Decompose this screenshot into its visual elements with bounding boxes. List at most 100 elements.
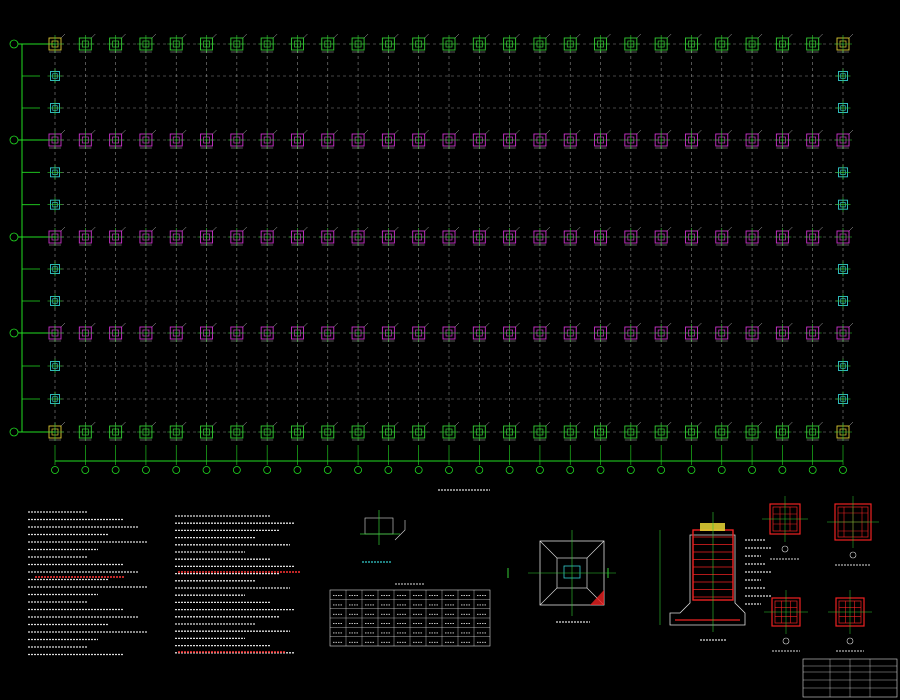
footing <box>834 322 854 342</box>
footing-leader <box>606 421 611 427</box>
footing-leader <box>515 322 520 328</box>
footing <box>652 33 672 53</box>
footing-leader <box>121 33 126 39</box>
footing <box>258 33 278 53</box>
column-axis-bubble <box>111 466 120 474</box>
footing <box>258 421 278 441</box>
footing <box>258 129 278 149</box>
column-axis-bubble <box>536 466 544 474</box>
footing-leader <box>454 226 460 232</box>
footing <box>227 33 247 53</box>
footing <box>46 322 66 342</box>
footing <box>318 322 338 342</box>
footing <box>379 322 399 342</box>
footing <box>621 129 641 149</box>
column-section-mark <box>782 637 790 645</box>
footing <box>500 226 520 246</box>
footing <box>409 129 429 149</box>
footing-leader <box>424 226 429 232</box>
footing-leader <box>757 33 763 39</box>
footing-leader <box>424 33 429 39</box>
footing <box>106 322 126 342</box>
footing-layer <box>46 33 854 441</box>
footing-leader <box>212 322 217 328</box>
footing <box>46 226 66 246</box>
footing-leader <box>818 33 823 39</box>
row-axis-bubble <box>9 328 19 338</box>
footing <box>288 421 308 441</box>
footing-leader <box>788 421 793 427</box>
footing <box>682 226 702 246</box>
footing-leader <box>333 129 338 135</box>
column-axis-bubble <box>354 466 362 474</box>
row-axis-bubble <box>9 135 19 145</box>
footing <box>197 322 217 342</box>
footing-leader <box>212 226 217 232</box>
footing-plan-detail <box>507 530 616 623</box>
footing-leader <box>394 421 399 427</box>
footing-leader <box>667 226 672 232</box>
footing-leader <box>788 33 793 39</box>
footing-leader <box>727 129 732 135</box>
footing-leader <box>333 33 338 39</box>
footing <box>409 322 429 342</box>
footing-leader <box>545 33 551 39</box>
footing <box>561 129 581 149</box>
footing <box>834 421 854 441</box>
footing-leader <box>606 226 611 232</box>
column-axis-bubble <box>566 466 575 474</box>
footing <box>591 322 611 342</box>
footing-leader <box>363 421 369 427</box>
footing <box>834 226 854 246</box>
footing <box>652 129 672 149</box>
footing <box>591 33 611 53</box>
axis-layer <box>9 39 847 474</box>
footing <box>76 129 96 149</box>
footing-leader <box>60 421 66 427</box>
anchor-detail <box>360 510 406 563</box>
footing <box>76 421 96 441</box>
footing-leader <box>727 226 732 232</box>
footing <box>318 226 338 246</box>
footing-leader <box>91 129 96 135</box>
footing-leader <box>636 129 641 135</box>
footing-leader <box>757 129 763 135</box>
footing <box>834 33 854 53</box>
footing-leader <box>848 322 854 328</box>
footing-leader <box>242 226 247 232</box>
footing-leader <box>424 322 429 328</box>
footing-leader <box>757 421 763 427</box>
footing <box>682 322 702 342</box>
footing <box>197 226 217 246</box>
column-section-mark <box>781 545 789 553</box>
footing <box>409 421 429 441</box>
column-axis-bubble <box>202 466 211 474</box>
footing <box>409 226 429 246</box>
footing-leader <box>303 33 308 39</box>
footing <box>712 226 732 246</box>
footing-leader <box>606 129 611 135</box>
footing <box>682 421 702 441</box>
footing <box>167 421 187 441</box>
footing <box>834 129 854 149</box>
footing-leader <box>121 322 126 328</box>
footing-leader <box>545 322 551 328</box>
footing-leader <box>273 33 278 39</box>
footing-leader <box>636 33 641 39</box>
footing <box>591 129 611 149</box>
footing <box>621 33 641 53</box>
footing-leader <box>757 322 763 328</box>
footing-leader <box>273 322 278 328</box>
footing <box>773 33 793 53</box>
footing-leader <box>697 226 702 232</box>
footing-leader <box>363 322 369 328</box>
footing <box>803 421 823 441</box>
footing-schedule-table <box>329 583 491 647</box>
footing <box>530 33 551 53</box>
footing <box>318 421 338 441</box>
footing-leader <box>303 322 308 328</box>
footing-leader <box>788 226 793 232</box>
footing <box>197 33 217 53</box>
footing-leader <box>363 129 369 135</box>
footing-leader <box>515 421 520 427</box>
